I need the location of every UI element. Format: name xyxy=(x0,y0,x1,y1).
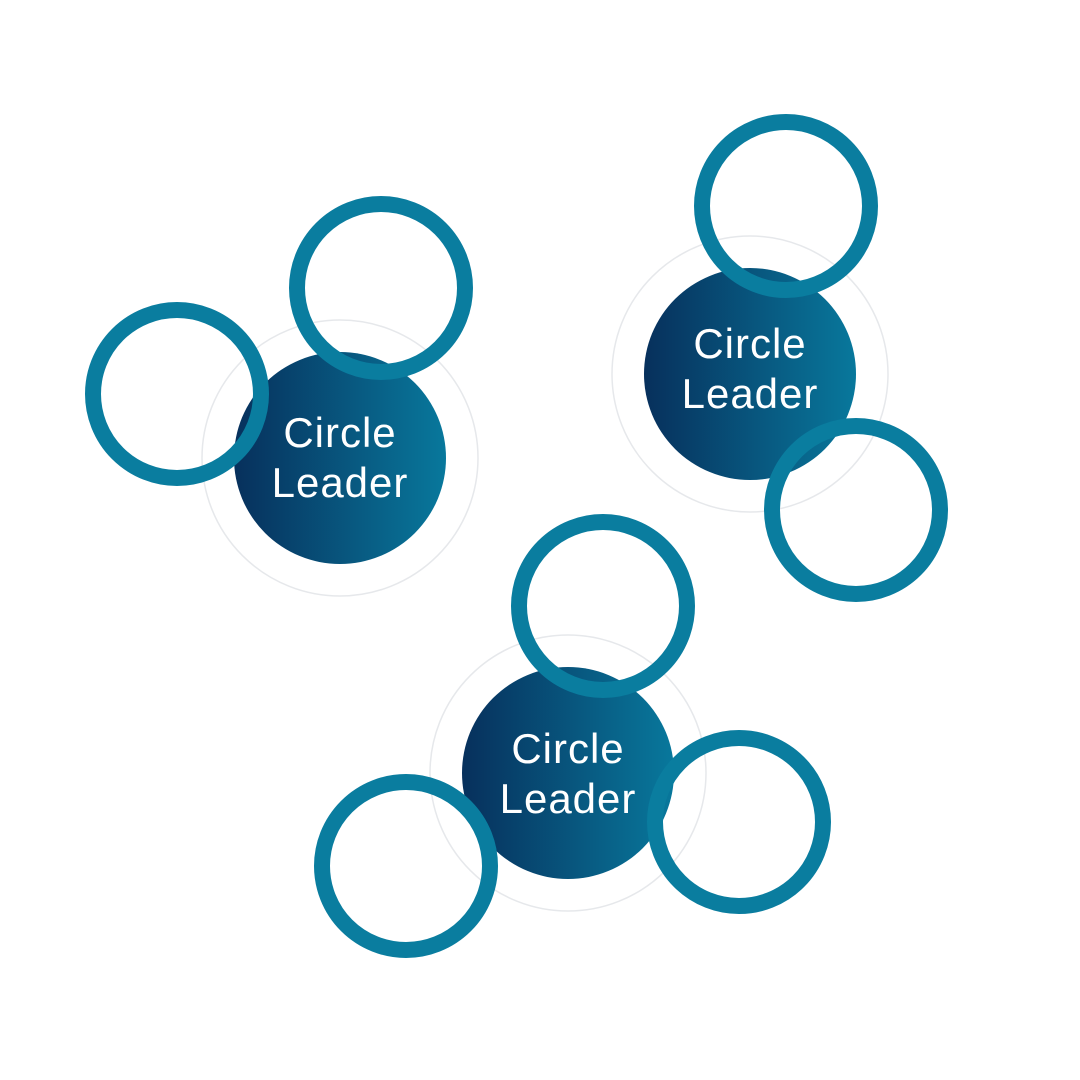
leader-label-line1: Circle xyxy=(693,320,806,367)
member-ring[interactable] xyxy=(314,774,498,958)
member-ring[interactable] xyxy=(694,114,878,298)
leader-label-line1: Circle xyxy=(283,409,396,456)
member-ring[interactable] xyxy=(764,418,948,602)
leader-label-line2: Leader xyxy=(500,775,637,822)
leader-label-line1: Circle xyxy=(511,725,624,772)
halo-ring xyxy=(201,319,479,597)
group-left: Circle Leader xyxy=(85,196,479,597)
group-right: Circle Leader xyxy=(611,114,948,602)
leader-label-line2: Leader xyxy=(682,370,819,417)
group-bottom: Circle Leader xyxy=(314,514,831,958)
halo-ring xyxy=(611,235,889,513)
leader-circle[interactable] xyxy=(644,268,856,480)
member-ring[interactable] xyxy=(647,730,831,914)
halo-ring xyxy=(429,634,707,912)
leader-label-line2: Leader xyxy=(272,459,409,506)
member-ring[interactable] xyxy=(289,196,473,380)
leader-circle[interactable] xyxy=(234,352,446,564)
member-ring[interactable] xyxy=(85,302,269,486)
member-ring[interactable] xyxy=(511,514,695,698)
leader-circle[interactable] xyxy=(462,667,674,879)
